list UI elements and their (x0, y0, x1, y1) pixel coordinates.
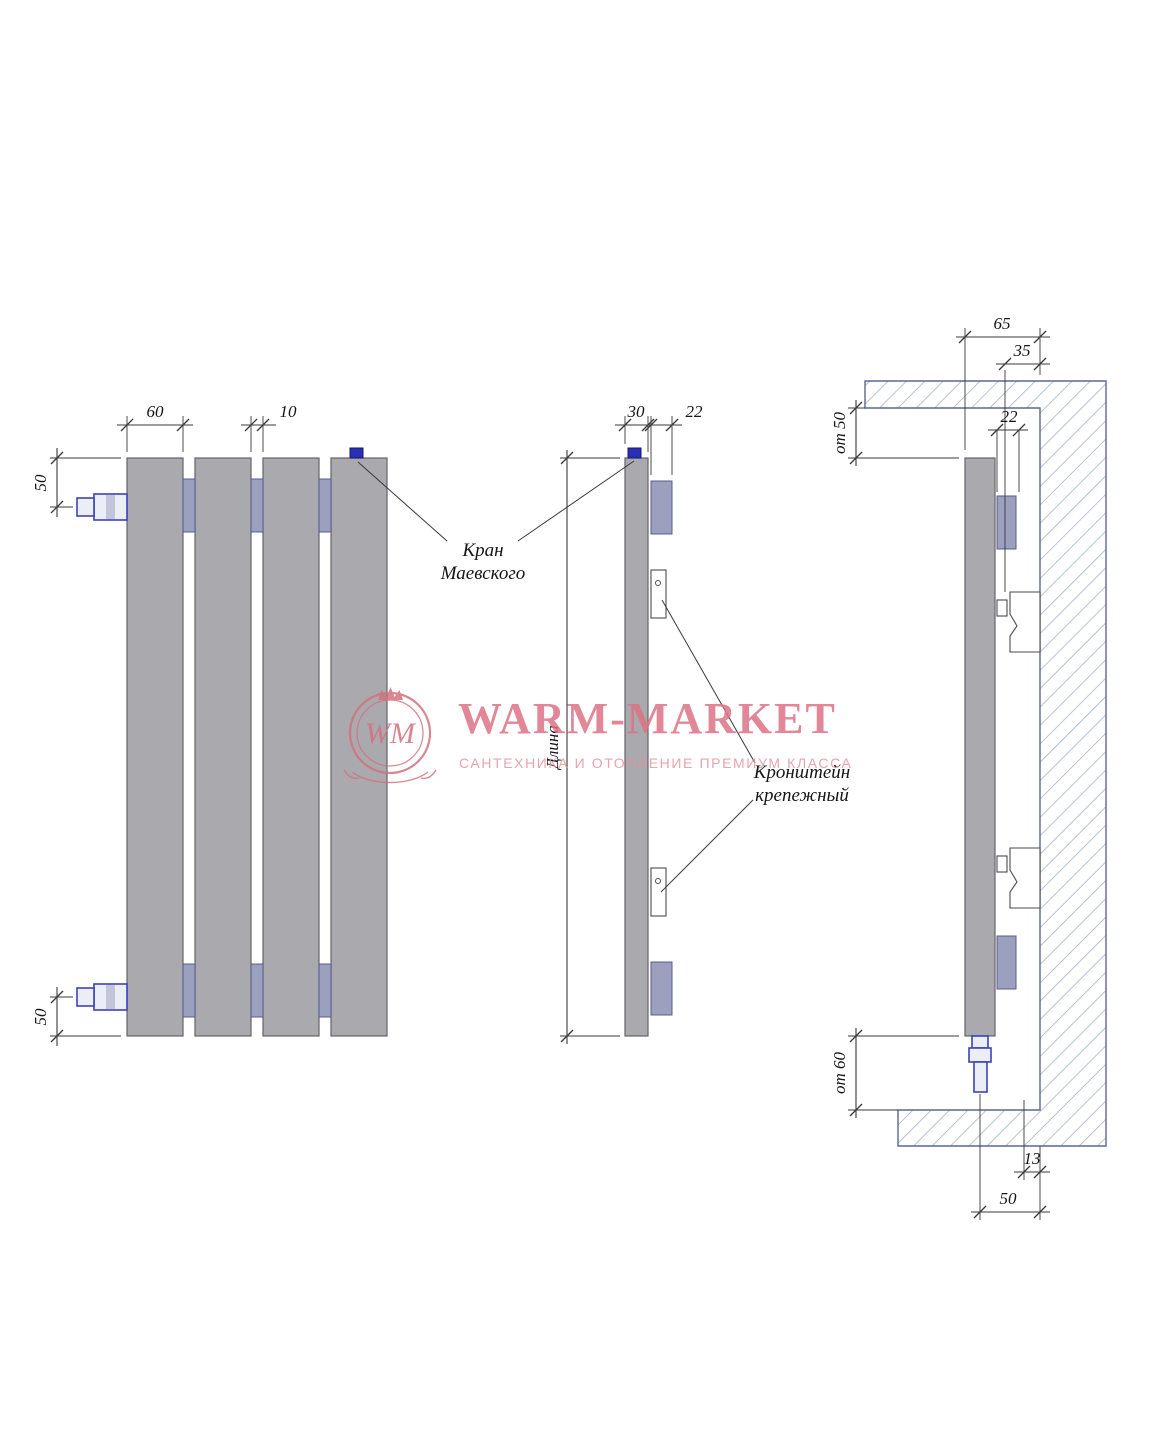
dim-text-side-depth: 30 (627, 402, 646, 421)
dim-front-inlet-bottom: 50 (31, 987, 121, 1046)
panel-connector-bottom-3 (318, 963, 332, 1018)
crown-icon (378, 687, 403, 700)
panel-connector-bottom-2 (250, 963, 264, 1018)
mount-bracket-side-bottom (650, 867, 667, 917)
bracket-label-line1: Кронштейн (753, 762, 850, 783)
panel-connector-bottom-1 (182, 963, 196, 1018)
mayevsky-valve-front (349, 447, 364, 459)
bracket-label-line2: крепежный (755, 785, 849, 806)
dim-text-top-clearance: от 50 (830, 411, 849, 454)
watermark-brand: WARM-MARKET (458, 694, 837, 743)
radiator-panel-2 (194, 457, 252, 1037)
radiator-panel-4 (330, 457, 388, 1037)
dim-text-bottom-clearance: от 60 (830, 1051, 849, 1094)
mayevsky-valve-side (627, 447, 642, 459)
radiator-panel-3 (262, 457, 320, 1037)
side-block-top (650, 480, 673, 535)
dim-text-inlet-top: 50 (31, 474, 50, 492)
dim-text-panel-width: 60 (147, 402, 165, 421)
radiator-install-body (964, 457, 996, 1037)
dim-text-bracket-offset: 35 (1013, 341, 1031, 360)
dim-text-length: Длина (543, 725, 562, 771)
dim-front-panel-width: 60 (117, 402, 193, 452)
valve-label-line2: Маевского (440, 563, 526, 584)
dim-install-bracket-offset: 35 (996, 341, 1050, 592)
dim-text-side-bracket: 22 (686, 402, 704, 421)
dim-side-length: Длина (543, 450, 620, 1044)
install-block-bottom (996, 935, 1017, 990)
panel-connector-top-2 (250, 478, 264, 533)
dim-install-wall-gap: 13 (1014, 1100, 1050, 1220)
mount-bracket-install-top (996, 591, 1041, 653)
install-block-top (996, 495, 1017, 550)
dim-text-install-bracket: 22 (1001, 407, 1019, 426)
mount-bracket-side-top (650, 569, 667, 619)
dim-install-bottom-clearance: от 60 (830, 1028, 959, 1118)
callout-mayevsky-valve: Кран Маевского (357, 460, 635, 584)
inlet-pipe-bottom (76, 983, 128, 1011)
mount-bracket-install-bottom (996, 847, 1041, 909)
dim-install-top-clearance: от 50 (830, 400, 959, 466)
watermark: WM WARM-MARKET САНТЕХНИКА И ОТОПЛЕНИЕ ПР… (343, 687, 852, 784)
dim-install-pipe-to-wall: 50 (971, 1094, 1050, 1220)
watermark-tagline: САНТЕХНИКА И ОТОПЛЕНИЕ ПРЕМИУМ КЛАССА (459, 755, 852, 771)
dim-front-panel-gap: 10 (241, 402, 297, 452)
dim-text-total-depth: 65 (994, 314, 1011, 333)
dim-front-inlet-top: 50 (31, 448, 121, 517)
valve-label-line1: Кран (461, 540, 503, 561)
watermark-monogram: WM (365, 717, 417, 750)
bottom-valve-fitting (968, 1035, 992, 1093)
laurel-flourish-icon (343, 769, 437, 784)
front-view: 60 10 50 50 (31, 402, 388, 1046)
callout-mount-bracket: Кронштейн крепежный (660, 599, 850, 893)
panel-connector-top-1 (182, 478, 196, 533)
inlet-pipe-top (76, 493, 128, 521)
installation-view: 65 35 22 от 50 (830, 314, 1107, 1220)
side-block-bottom (650, 961, 673, 1016)
dim-install-bracket-depth: 22 (988, 407, 1028, 492)
side-view: Длина 30 22 (543, 402, 703, 1044)
panel-connector-top-3 (318, 478, 332, 533)
radiator-side-body (624, 457, 649, 1037)
dim-text-wall-gap: 13 (1024, 1149, 1041, 1168)
dim-install-total-depth: 65 (956, 314, 1050, 450)
dim-text-pipe-to-wall: 50 (1000, 1189, 1018, 1208)
dim-text-inlet-bottom: 50 (31, 1008, 50, 1026)
radiator-panel-1 (126, 457, 184, 1037)
dim-text-panel-gap: 10 (280, 402, 298, 421)
dim-side-bracket-depth: 22 (644, 402, 703, 475)
